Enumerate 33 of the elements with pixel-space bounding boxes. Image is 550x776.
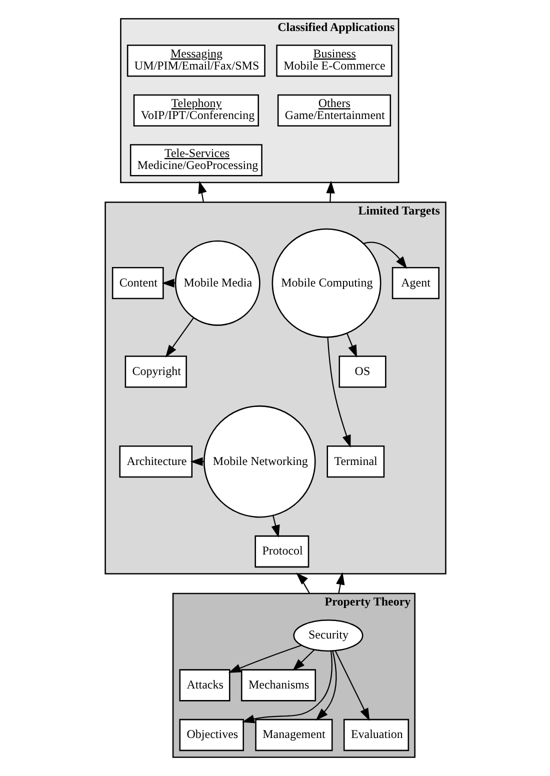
arrow — [292, 649, 314, 671]
node-box: Agent — [391, 267, 439, 300]
arrow — [363, 242, 407, 269]
node-box: Evaluation — [342, 718, 409, 752]
node-box: Content — [111, 267, 164, 300]
arrow — [326, 180, 334, 202]
node-box: Telephony VoIP/IPT/Conferencing — [132, 94, 258, 127]
node-box: OS — [338, 356, 386, 388]
arrow — [164, 318, 194, 358]
node-box: Messaging UM/PIM/Email/Fax/SMS — [126, 44, 265, 77]
arrow — [198, 180, 206, 202]
node-box: Business Mobile E-Commerce — [276, 44, 392, 77]
node-box: Management — [254, 718, 332, 752]
arrow — [326, 337, 350, 448]
node-box: Attacks — [178, 669, 230, 702]
arrow — [270, 516, 280, 538]
node-box: Tele-Services Medicine/GeoProcessing — [129, 144, 262, 176]
node-box: Mechanisms — [240, 669, 316, 702]
node-box: Copyright — [124, 356, 186, 388]
node-ellipse: Security — [292, 619, 363, 652]
arrow — [295, 572, 310, 594]
node-box: Others Game/Entertainment — [276, 94, 391, 127]
node-box: Objectives — [178, 718, 244, 752]
arrow — [336, 572, 344, 594]
node-box: Architecture — [118, 446, 192, 478]
node-box: Terminal — [326, 446, 384, 478]
arrow — [241, 650, 332, 724]
arrow — [315, 650, 336, 720]
arrow — [228, 644, 301, 673]
node-circle: Mobile Computing — [271, 228, 381, 338]
node-box: Protocol — [254, 535, 309, 568]
arrow — [334, 650, 370, 721]
arrow — [346, 333, 357, 358]
